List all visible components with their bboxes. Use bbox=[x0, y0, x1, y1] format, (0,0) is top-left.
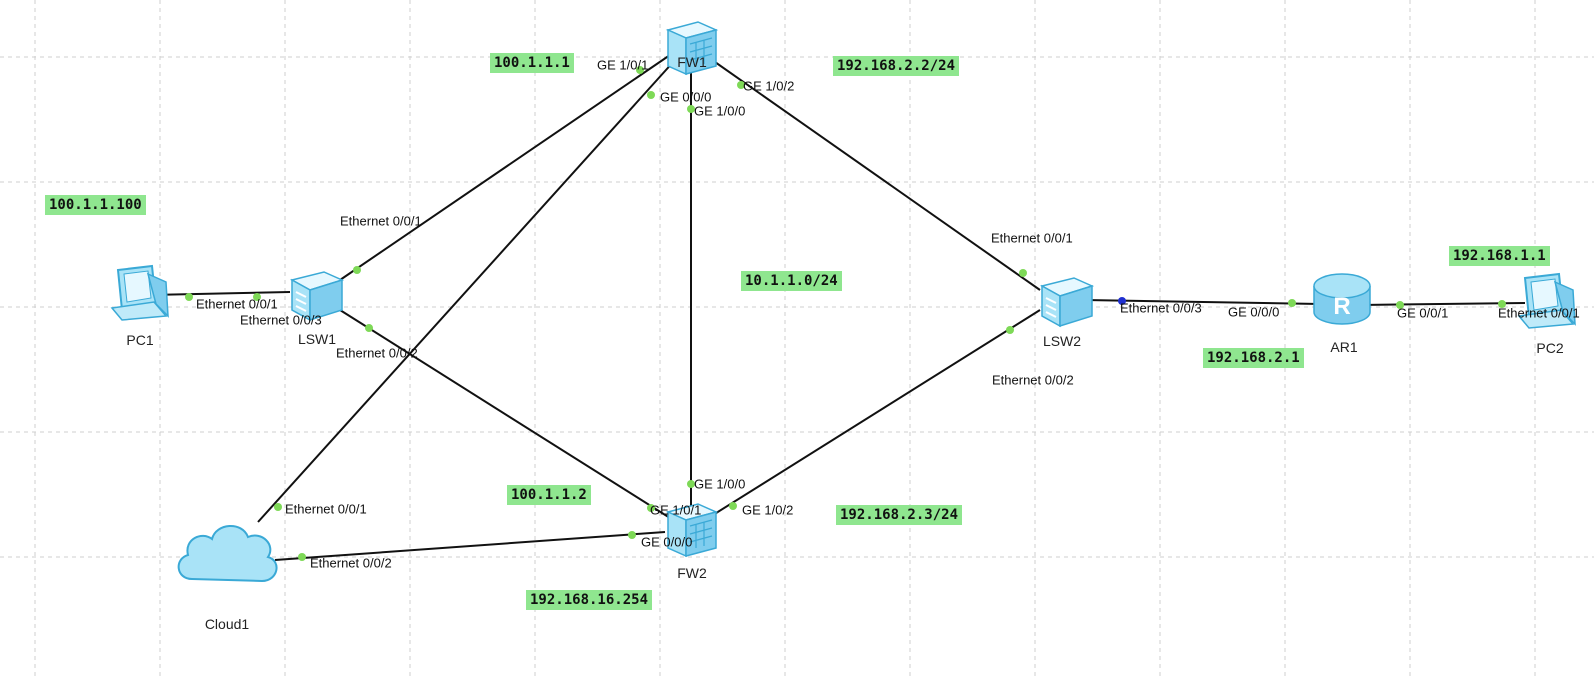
pc2-label: PC2 bbox=[1536, 340, 1564, 356]
port-dot bbox=[737, 81, 745, 89]
port-label-fw1-ge101: GE 1/0/1 bbox=[597, 57, 649, 73]
port-label-lsw2-e001: Ethernet 0/0/1 bbox=[991, 230, 1073, 246]
cloud1-label: Cloud1 bbox=[204, 616, 250, 632]
lsw1-label: LSW1 bbox=[297, 331, 337, 347]
pc-icon bbox=[110, 264, 169, 321]
link-lsw1-fw1[interactable] bbox=[339, 54, 671, 281]
link-pc1-lsw1[interactable] bbox=[149, 291, 291, 296]
port-dot-blocked bbox=[1118, 297, 1126, 305]
ip-label-heartbeat: 10.1.1.0/24 bbox=[741, 271, 842, 291]
ip-label-fw2-public: 100.1.1.2 bbox=[507, 485, 591, 505]
port-dot bbox=[687, 480, 695, 488]
link-ar1-pc2[interactable] bbox=[1359, 302, 1526, 306]
port-dot bbox=[1288, 299, 1296, 307]
ar1-device[interactable]: R bbox=[1310, 272, 1374, 328]
switch-icon bbox=[1039, 277, 1095, 328]
port-dot bbox=[647, 504, 655, 512]
port-dot bbox=[1396, 301, 1404, 309]
port-dot bbox=[298, 553, 306, 561]
port-label-lsw1-e002: Ethernet 0/0/2 bbox=[336, 345, 418, 361]
port-label-fw2-ge000: GE 0/0/0 bbox=[641, 534, 693, 550]
port-dot bbox=[628, 531, 636, 539]
fw2-device[interactable] bbox=[664, 502, 720, 558]
port-label-lsw2-e002: Ethernet 0/0/2 bbox=[992, 372, 1074, 388]
ip-label-fw2-inside: 192.168.2.3/24 bbox=[836, 505, 963, 525]
port-dot bbox=[687, 105, 695, 113]
port-label-cloud-e002: Ethernet 0/0/2 bbox=[310, 555, 392, 571]
router-icon: R bbox=[1313, 273, 1371, 325]
port-dot bbox=[253, 293, 261, 301]
port-label-lsw1-e003: Ethernet 0/0/3 bbox=[240, 312, 322, 328]
firewall-icon bbox=[665, 503, 719, 558]
port-label-ar1-ge001: GE 0/0/1 bbox=[1397, 305, 1449, 321]
ip-label-ar1: 192.168.2.1 bbox=[1203, 348, 1304, 368]
pc2-device[interactable] bbox=[1515, 272, 1581, 330]
pc1-device[interactable] bbox=[108, 264, 174, 322]
link-lsw1-fw2[interactable] bbox=[339, 309, 671, 519]
link-fw1-lsw2[interactable] bbox=[704, 54, 1041, 291]
cloud1-device[interactable] bbox=[172, 515, 282, 595]
fw1-label: FW1 bbox=[677, 54, 707, 70]
port-dot bbox=[1498, 300, 1506, 308]
port-label-fw1-ge000: GE 0/0/0 bbox=[660, 89, 712, 105]
link-cloud-fw1[interactable] bbox=[257, 59, 676, 523]
port-dot bbox=[365, 324, 373, 332]
port-dot bbox=[636, 66, 644, 74]
port-label-fw2-ge101: GE 1/0/1 bbox=[650, 502, 702, 518]
lsw1-device[interactable] bbox=[288, 270, 346, 322]
pc1-label: PC1 bbox=[126, 332, 154, 348]
port-dot bbox=[185, 293, 193, 301]
port-label-fw2-ge102: GE 1/0/2 bbox=[742, 502, 794, 518]
cloud-icon bbox=[177, 525, 278, 583]
pc-icon bbox=[1517, 272, 1576, 329]
port-label-lsw1-e001: Ethernet 0/0/1 bbox=[340, 213, 422, 229]
lsw2-label: LSW2 bbox=[1042, 333, 1082, 349]
port-dot bbox=[1019, 269, 1027, 277]
port-dot bbox=[353, 266, 361, 274]
ip-label-fw1-public: 100.1.1.1 bbox=[490, 53, 574, 73]
port-label-pc2-e001: Ethernet 0/0/1 bbox=[1498, 305, 1580, 321]
port-label-fw1-ge102: GE 1/0/2 bbox=[743, 78, 795, 94]
port-label-lsw2-e003: Ethernet 0/0/3 bbox=[1120, 300, 1202, 316]
port-label-pc1-e001: Ethernet 0/0/1 bbox=[196, 296, 278, 312]
port-label-fw1-ge100: GE 1/0/0 bbox=[694, 103, 746, 119]
port-dot bbox=[1006, 326, 1014, 334]
ip-label-pc2: 192.168.1.1 bbox=[1449, 246, 1550, 266]
ip-label-fw1-inside: 192.168.2.2/24 bbox=[833, 56, 960, 76]
port-dot bbox=[729, 502, 737, 510]
firewall-icon bbox=[665, 21, 719, 76]
port-label-cloud-e001: Ethernet 0/0/1 bbox=[285, 501, 367, 517]
ip-label-cloud: 192.168.16.254 bbox=[526, 590, 653, 610]
link-cloud-fw2[interactable] bbox=[274, 531, 666, 561]
port-dot bbox=[274, 503, 282, 511]
fw2-label: FW2 bbox=[677, 565, 707, 581]
link-fw2-lsw2[interactable] bbox=[704, 309, 1041, 521]
port-label-ar1-ge000: GE 0/0/0 bbox=[1228, 304, 1280, 320]
ar1-label: AR1 bbox=[1330, 339, 1358, 355]
switch-icon bbox=[289, 271, 345, 322]
fw1-device[interactable] bbox=[664, 20, 720, 76]
port-label-fw2-ge100: GE 1/0/0 bbox=[694, 476, 746, 492]
ip-label-pc1: 100.1.1.100 bbox=[45, 195, 146, 215]
router-glyph: R bbox=[1333, 293, 1350, 320]
lsw2-device[interactable] bbox=[1038, 276, 1096, 328]
port-dot bbox=[647, 91, 655, 99]
